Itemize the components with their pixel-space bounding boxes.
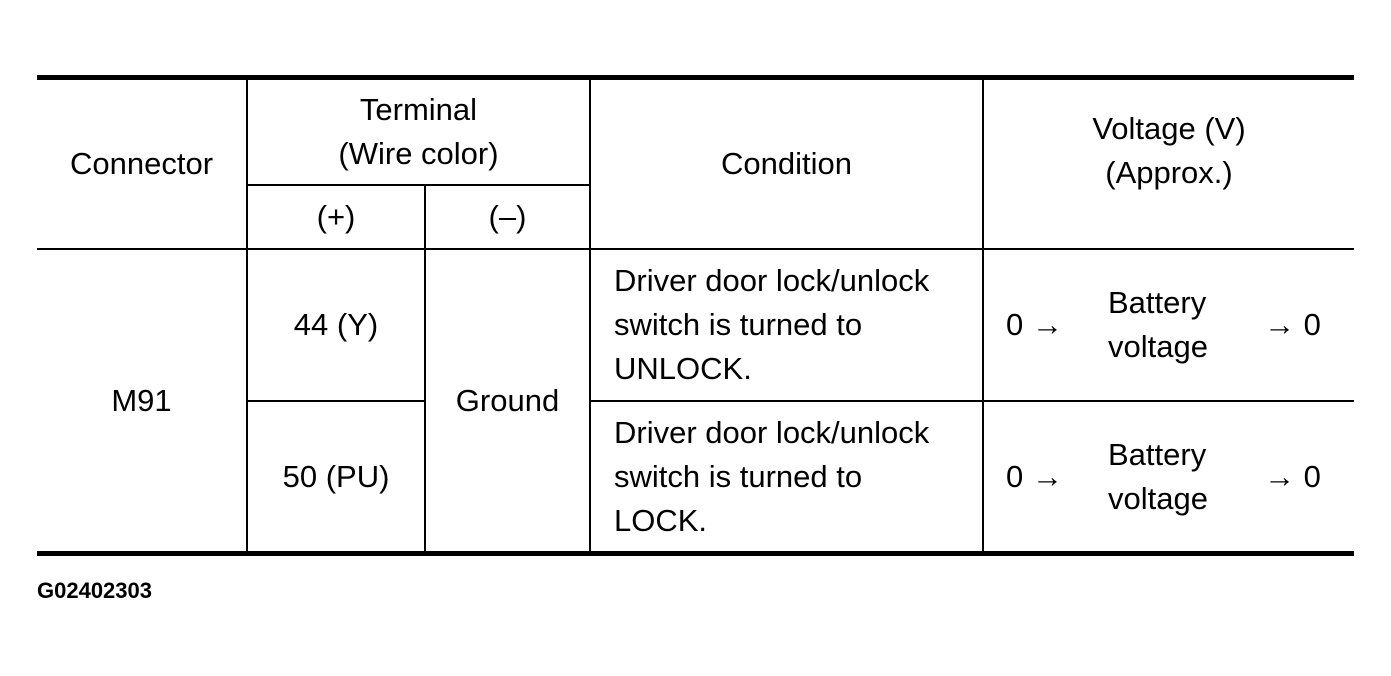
figure-id: G02402303 xyxy=(37,578,152,603)
header-connector: Connector xyxy=(37,80,246,248)
row2-voltage-mid-line1: Battery xyxy=(1108,436,1207,472)
row1-voltage-start-value: 0 → xyxy=(1006,307,1063,342)
column-divider-3 xyxy=(589,80,591,551)
terminal-subheader-divider xyxy=(246,184,590,186)
row2-condition-line2: switch is turned to xyxy=(614,458,863,494)
header-terminal-plus-label: (+) xyxy=(316,199,356,234)
row1-terminal-plus-value: 44 (Y) xyxy=(293,307,379,342)
header-condition: Condition xyxy=(591,80,982,248)
column-divider-1 xyxy=(246,80,248,551)
header-terminal-line2: (Wire color) xyxy=(338,136,499,171)
row1-voltage-end-value: → 0 xyxy=(1264,307,1321,342)
header-voltage-line2: (Approx.) xyxy=(1105,155,1233,190)
row2-condition-line3: LOCK. xyxy=(614,502,708,538)
row2-voltage-end-value: → 0 xyxy=(1264,458,1321,494)
row-divider-right xyxy=(590,400,1354,402)
terminal-minus-cell: Ground xyxy=(426,250,589,551)
connector-voltage-table: Connector Terminal (Wire color) (+) (–) … xyxy=(37,75,1354,557)
connector-cell: M91 xyxy=(37,250,246,551)
table-top-rule xyxy=(37,75,1354,80)
column-divider-2 xyxy=(424,184,426,551)
table-bottom-rule xyxy=(37,551,1354,556)
row-divider-plus xyxy=(246,400,424,402)
header-terminal-line1: Terminal xyxy=(359,92,478,127)
row1-condition-line3: UNLOCK. xyxy=(614,351,752,386)
row1-voltage-start: 0 → xyxy=(1006,250,1063,400)
header-body-divider xyxy=(37,248,1354,250)
header-terminal-minus-label: (–) xyxy=(488,199,527,234)
row2-voltage-end: → 0 xyxy=(1264,402,1321,551)
row2-voltage-mid: Battery voltage xyxy=(1108,402,1208,551)
row1-condition: Driver door lock/unlock switch is turned… xyxy=(614,250,982,400)
row1-condition-line2: switch is turned to xyxy=(614,307,863,342)
header-voltage-line1: Voltage (V) xyxy=(1092,111,1246,146)
header-terminal-plus: (+) xyxy=(248,186,424,248)
row2-voltage-start-value: 0 → xyxy=(1006,458,1063,494)
header-terminal: Terminal (Wire color) xyxy=(248,80,589,184)
row1-voltage-end: → 0 xyxy=(1264,250,1321,400)
row2-terminal-plus-value: 50 (PU) xyxy=(282,458,390,494)
column-divider-4 xyxy=(982,80,984,551)
header-terminal-minus: (–) xyxy=(426,186,589,248)
row1-voltage-mid-line1: Battery xyxy=(1108,285,1207,320)
row2-condition-line1: Driver door lock/unlock xyxy=(614,414,930,450)
row2-terminal-plus: 50 (PU) xyxy=(248,402,424,551)
terminal-minus-value: Ground xyxy=(455,382,560,418)
header-condition-label: Condition xyxy=(721,146,852,181)
row1-condition-line1: Driver door lock/unlock xyxy=(614,263,930,298)
row1-terminal-plus: 44 (Y) xyxy=(248,250,424,400)
row2-condition: Driver door lock/unlock switch is turned… xyxy=(614,402,982,551)
row1-voltage-mid: Battery voltage xyxy=(1108,250,1208,400)
row2-voltage-start: 0 → xyxy=(1006,402,1063,551)
row2-voltage-mid-line2: voltage xyxy=(1108,480,1208,516)
header-connector-label: Connector xyxy=(69,146,214,181)
connector-value: M91 xyxy=(111,382,172,418)
header-voltage: Voltage (V) (Approx.) xyxy=(984,80,1354,248)
row1-voltage-mid-line2: voltage xyxy=(1108,329,1208,364)
